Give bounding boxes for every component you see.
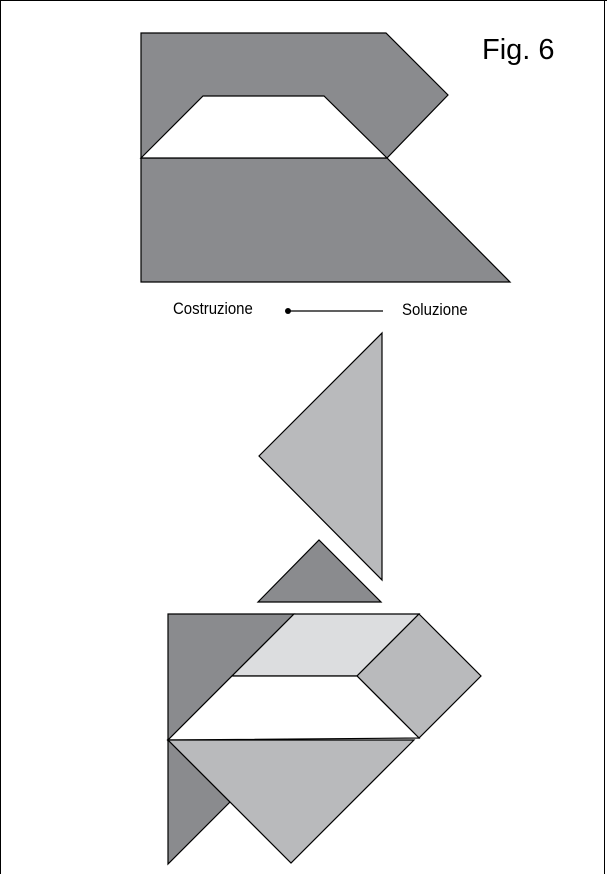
solution-label: Soluzione (402, 300, 468, 319)
legend-connector (285, 308, 383, 314)
large-triangle-bottom (166, 739, 416, 864)
construction-silhouette (139, 32, 512, 283)
white-gap-region (166, 675, 421, 741)
construction-label: Costruzione (173, 299, 253, 318)
figure-label: Fig. 6 (482, 34, 555, 66)
silhouette-lower-shape (140, 157, 512, 283)
silhouette-hole (139, 95, 389, 159)
large-triangle-top (258, 331, 383, 582)
small-triangle-middle (256, 539, 383, 603)
solution-pieces (166, 331, 482, 866)
